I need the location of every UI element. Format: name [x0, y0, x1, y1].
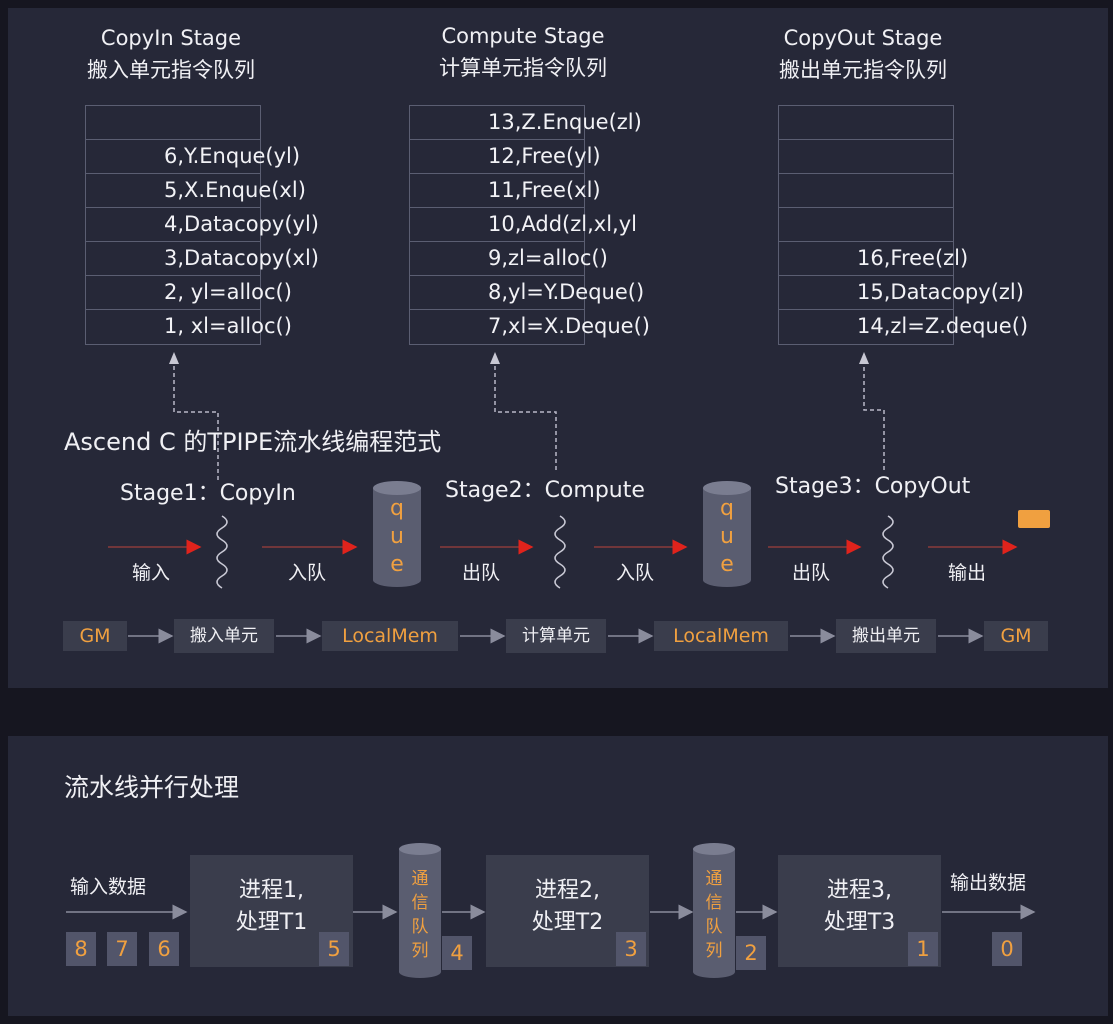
cylinder-shape	[399, 843, 441, 978]
queue-cell	[779, 208, 953, 242]
compute-stage-title: Compute Stage	[441, 24, 605, 48]
que-letter: u	[720, 524, 734, 549]
queue-cell	[86, 106, 260, 140]
unit-gm-output: GM	[984, 621, 1048, 651]
queue-cell	[779, 174, 953, 208]
comm-queue-char: 信	[705, 893, 723, 913]
queue-cell: 3,Datacopy(xl)	[86, 242, 319, 276]
queue-cell: 7,xl=X.Deque()	[488, 314, 650, 338]
stage3-label: Stage3：CopyOut	[775, 474, 971, 499]
queue-cell: 12,Free(yl)	[410, 140, 601, 174]
queue-cell: 4,Datacopy(yl)	[86, 208, 319, 242]
data-token: 2	[736, 936, 766, 970]
unit-gm-input: GM	[63, 621, 127, 651]
data-token: 7	[107, 932, 137, 966]
comm-queue-char: 通	[705, 869, 723, 889]
unit-localmem-1: LocalMem	[322, 621, 458, 651]
unit-localmem-2: LocalMem	[654, 621, 788, 651]
comm-queue-char: 队	[411, 917, 429, 937]
process-3-line1: 进程3,	[827, 878, 892, 903]
queue-cell: 8,yl=Y.Deque()	[410, 276, 644, 310]
comm-queue-char: 队	[705, 917, 723, 937]
unit-copyout: 搬出单元	[836, 619, 936, 653]
queue-cell: 16,Free(zl)	[779, 242, 968, 276]
queue-cell	[779, 140, 953, 174]
queue-cell: 14,zl=Z.deque()	[857, 314, 1029, 338]
unit-copyin: 搬入单元	[174, 619, 274, 653]
comm-queue-cylinder: 通 信 队 列	[398, 842, 442, 980]
copyin-stage-header: CopyIn Stage 搬入单元指令队列	[60, 22, 282, 86]
que-cylinder: q u e	[372, 480, 422, 588]
compute-stage-subtitle: 计算单元指令队列	[439, 56, 607, 80]
data-token: 6	[149, 932, 179, 966]
stage2-label: Stage2：Compute	[445, 478, 645, 503]
compute-instruction-queue: 13,Z.Enque(zl) 12,Free(yl) 11,Free(xl) 1…	[409, 105, 650, 345]
queue-cell: 6,Y.Enque(yl)	[86, 140, 300, 174]
comm-queue-char: 通	[411, 869, 429, 889]
comm-queue-char: 信	[411, 893, 429, 913]
queue-cell: 9,zl=alloc()	[410, 242, 608, 276]
process-1-line1: 进程1,	[239, 878, 304, 903]
stage1-label: Stage1：CopyIn	[120, 481, 296, 506]
flow-label-output: 输出	[948, 562, 987, 584]
cylinder-shape	[703, 481, 751, 587]
cylinder-shape	[693, 843, 735, 978]
copyout-instruction-queue: 16,Free(zl) 15,Datacopy(zl) 14,zl=Z.dequ…	[778, 105, 1029, 345]
process-3-line2: 处理T3	[823, 910, 896, 935]
comm-queue-cylinder: 通 信 队 列	[692, 842, 736, 980]
data-token: 8	[66, 932, 96, 966]
comm-queue-char: 列	[705, 941, 723, 961]
que-letter: q	[720, 496, 734, 521]
queue-cell	[779, 106, 953, 140]
process-1: 进程1, 处理T1	[190, 855, 353, 967]
data-token: 1	[908, 932, 938, 966]
flow-label-enqueue: 入队	[288, 562, 327, 584]
data-token: 0	[992, 932, 1022, 966]
data-token: 4	[442, 936, 472, 970]
copyin-instruction-queue: 6,Y.Enque(yl) 5,X.Enque(xl) 4,Datacopy(y…	[85, 105, 319, 345]
queue-cell: 5,X.Enque(xl)	[86, 174, 306, 208]
que-cylinder: q u e	[702, 480, 752, 588]
queue-cell: 13,Z.Enque(zl)	[410, 106, 642, 140]
copyout-stage-title: CopyOut Stage	[783, 26, 943, 50]
copyout-stage-subtitle: 搬出单元指令队列	[779, 58, 947, 82]
queue-cell: 10,Add(zl,xl,yl	[410, 208, 637, 242]
copyin-stage-title: CopyIn Stage	[100, 26, 242, 50]
pipeline-title: 流水线并行处理	[64, 773, 240, 802]
copyin-stage-subtitle: 搬入单元指令队列	[87, 58, 255, 82]
que-letter: q	[390, 496, 404, 521]
unit-compute: 计算单元	[506, 619, 606, 653]
process-1-line2: 处理T1	[235, 910, 308, 935]
flow-label-input: 输入	[132, 562, 171, 584]
que-letter: e	[390, 552, 404, 577]
queue-cell: 1, xl=alloc()	[164, 314, 292, 338]
input-data-label: 输入数据	[70, 876, 147, 898]
output-data-label: 输出数据	[950, 872, 1027, 894]
que-letter: e	[720, 552, 734, 577]
flow-label-enqueue: 入队	[616, 562, 655, 584]
flow-label-dequeue: 出队	[462, 562, 501, 584]
queue-cell: 11,Free(xl)	[410, 174, 601, 208]
compute-stage-header: Compute Stage 计算单元指令队列	[412, 20, 634, 84]
queue-cell: 15,Datacopy(zl)	[779, 276, 1024, 310]
process-2-line1: 进程2,	[535, 878, 600, 903]
data-token: 3	[616, 932, 646, 966]
tpipe-title: Ascend C 的TPIPE流水线编程范式	[64, 428, 442, 456]
que-letter: u	[390, 524, 404, 549]
comm-queue-char: 列	[411, 941, 429, 961]
process-2-line2: 处理T2	[531, 910, 604, 935]
flow-label-dequeue: 出队	[792, 562, 831, 584]
tpipe-panel	[8, 8, 1108, 688]
copyout-stage-header: CopyOut Stage 搬出单元指令队列	[752, 22, 974, 86]
queue-cell: 2, yl=alloc()	[86, 276, 292, 310]
cylinder-shape	[373, 481, 421, 587]
data-token: 5	[319, 932, 349, 966]
